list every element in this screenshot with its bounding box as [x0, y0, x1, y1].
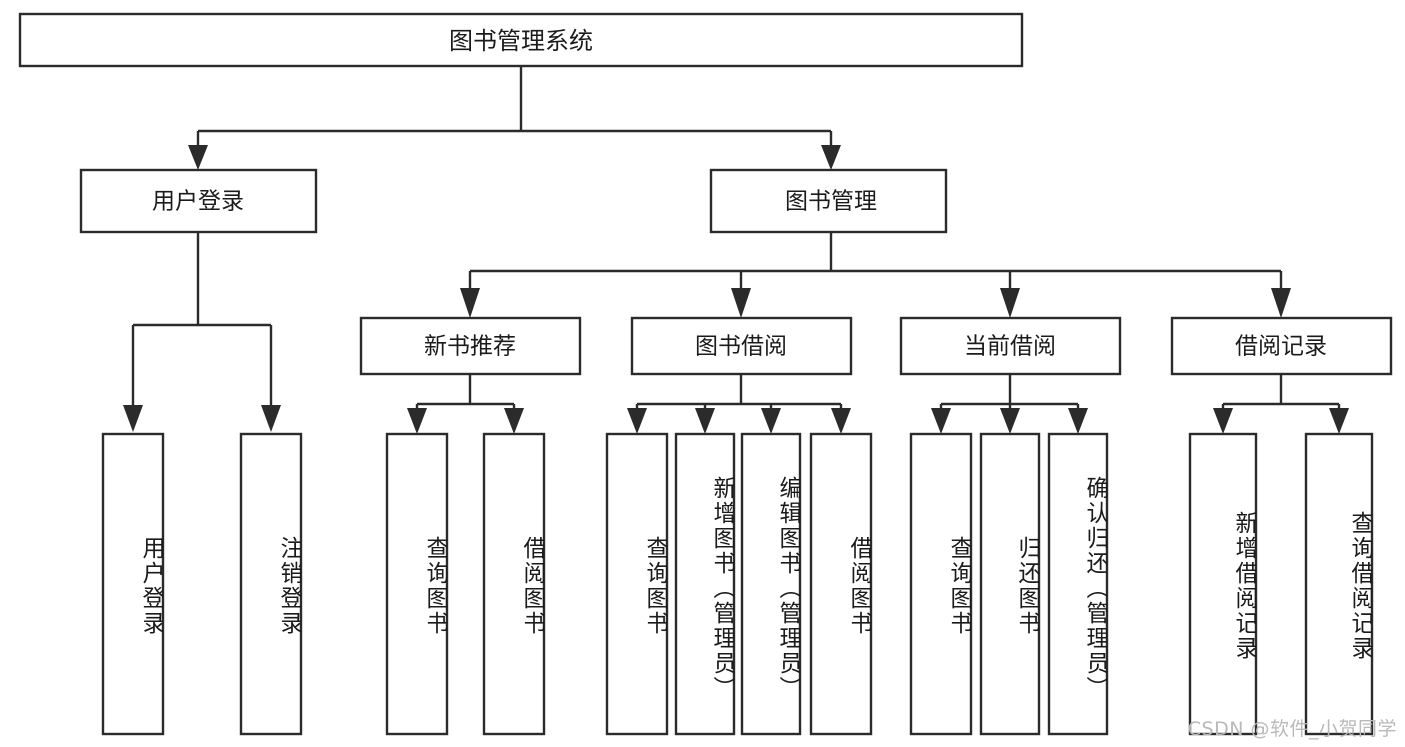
node-borrow-record-label: 借阅记录: [1235, 334, 1327, 360]
arrow-to-book-borrow: [731, 288, 751, 318]
leaf-box-record-query[interactable]: [1304, 432, 1374, 736]
arrow-root-to-book-mgmt: [821, 145, 841, 170]
arrow-root-to-user-login: [188, 145, 208, 170]
leaf-box-current-confirm[interactable]: [1047, 432, 1109, 736]
leaf-box-borrow-lend[interactable]: [809, 432, 873, 736]
node-borrow-record-box[interactable]: [1170, 316, 1393, 376]
arrow-book-borrow-leaf-3: [761, 408, 781, 434]
arrow-borrow-record-leaf-1: [1213, 408, 1233, 434]
leaf-box-current-query[interactable]: [909, 432, 973, 736]
arrow-user-login-leaf-2: [261, 405, 281, 432]
leaf-box-user-login[interactable]: [101, 432, 165, 736]
arrow-current-borrow-leaf-1: [931, 408, 951, 434]
node-current-borrow[interactable]: 当前借阅: [899, 316, 1122, 376]
node-book-management[interactable]: 图书管理: [709, 168, 948, 234]
node-current-borrow-box[interactable]: [899, 316, 1122, 376]
arrow-to-current-borrow: [1000, 288, 1020, 318]
arrow-to-borrow-record: [1271, 288, 1291, 318]
leaf-box-borrow-edit[interactable]: [740, 432, 802, 736]
leaf-box-new-book-borrow[interactable]: [482, 432, 546, 736]
node-user-login-box[interactable]: [79, 168, 318, 234]
node-book-borrow[interactable]: 图书借阅: [630, 316, 853, 376]
leaf-box-current-return[interactable]: [979, 432, 1041, 736]
arrow-new-book-leaf-2: [504, 408, 524, 434]
node-root[interactable]: 图书管理系统: [18, 12, 1024, 68]
leaf-boxes-group: [101, 432, 1374, 736]
leaf-box-record-add[interactable]: [1188, 432, 1258, 736]
leaf-box-user-logout[interactable]: [239, 432, 303, 736]
arrow-new-book-leaf-1: [407, 408, 427, 434]
arrow-current-borrow-leaf-3: [1068, 408, 1088, 434]
node-root-box[interactable]: [18, 12, 1024, 68]
arrow-borrow-record-leaf-2: [1329, 408, 1349, 434]
node-current-borrow-label: 当前借阅: [964, 334, 1056, 360]
arrow-book-borrow-leaf-4: [831, 408, 851, 434]
node-new-book-recommend-label: 新书推荐: [424, 334, 516, 360]
leaf-box-new-book-query[interactable]: [385, 432, 449, 736]
node-book-borrow-label: 图书借阅: [695, 334, 787, 360]
node-book-borrow-box[interactable]: [630, 316, 853, 376]
arrow-book-borrow-leaf-1: [627, 408, 647, 434]
arrow-user-login-leaf-1: [123, 405, 143, 432]
connector-group: [123, 66, 1349, 434]
node-book-management-label: 图书管理: [785, 189, 877, 215]
node-new-book-recommend[interactable]: 新书推荐: [359, 316, 582, 376]
node-book-management-box[interactable]: [709, 168, 948, 234]
arrow-current-borrow-leaf-2: [1000, 408, 1020, 434]
arrow-book-borrow-leaf-2: [695, 408, 715, 434]
node-user-login-label: 用户登录: [152, 189, 244, 215]
leaf-box-borrow-add[interactable]: [674, 432, 736, 736]
node-borrow-record[interactable]: 借阅记录: [1170, 316, 1393, 376]
arrow-to-new-book-recommend: [460, 288, 480, 318]
watermark-text: CSDN @软件_小贺同学: [1187, 718, 1397, 740]
leaf-box-borrow-query[interactable]: [605, 432, 669, 736]
node-user-login[interactable]: 用户登录: [79, 168, 318, 234]
node-root-label: 图书管理系统: [449, 27, 593, 55]
node-new-book-recommend-box[interactable]: [359, 316, 582, 376]
